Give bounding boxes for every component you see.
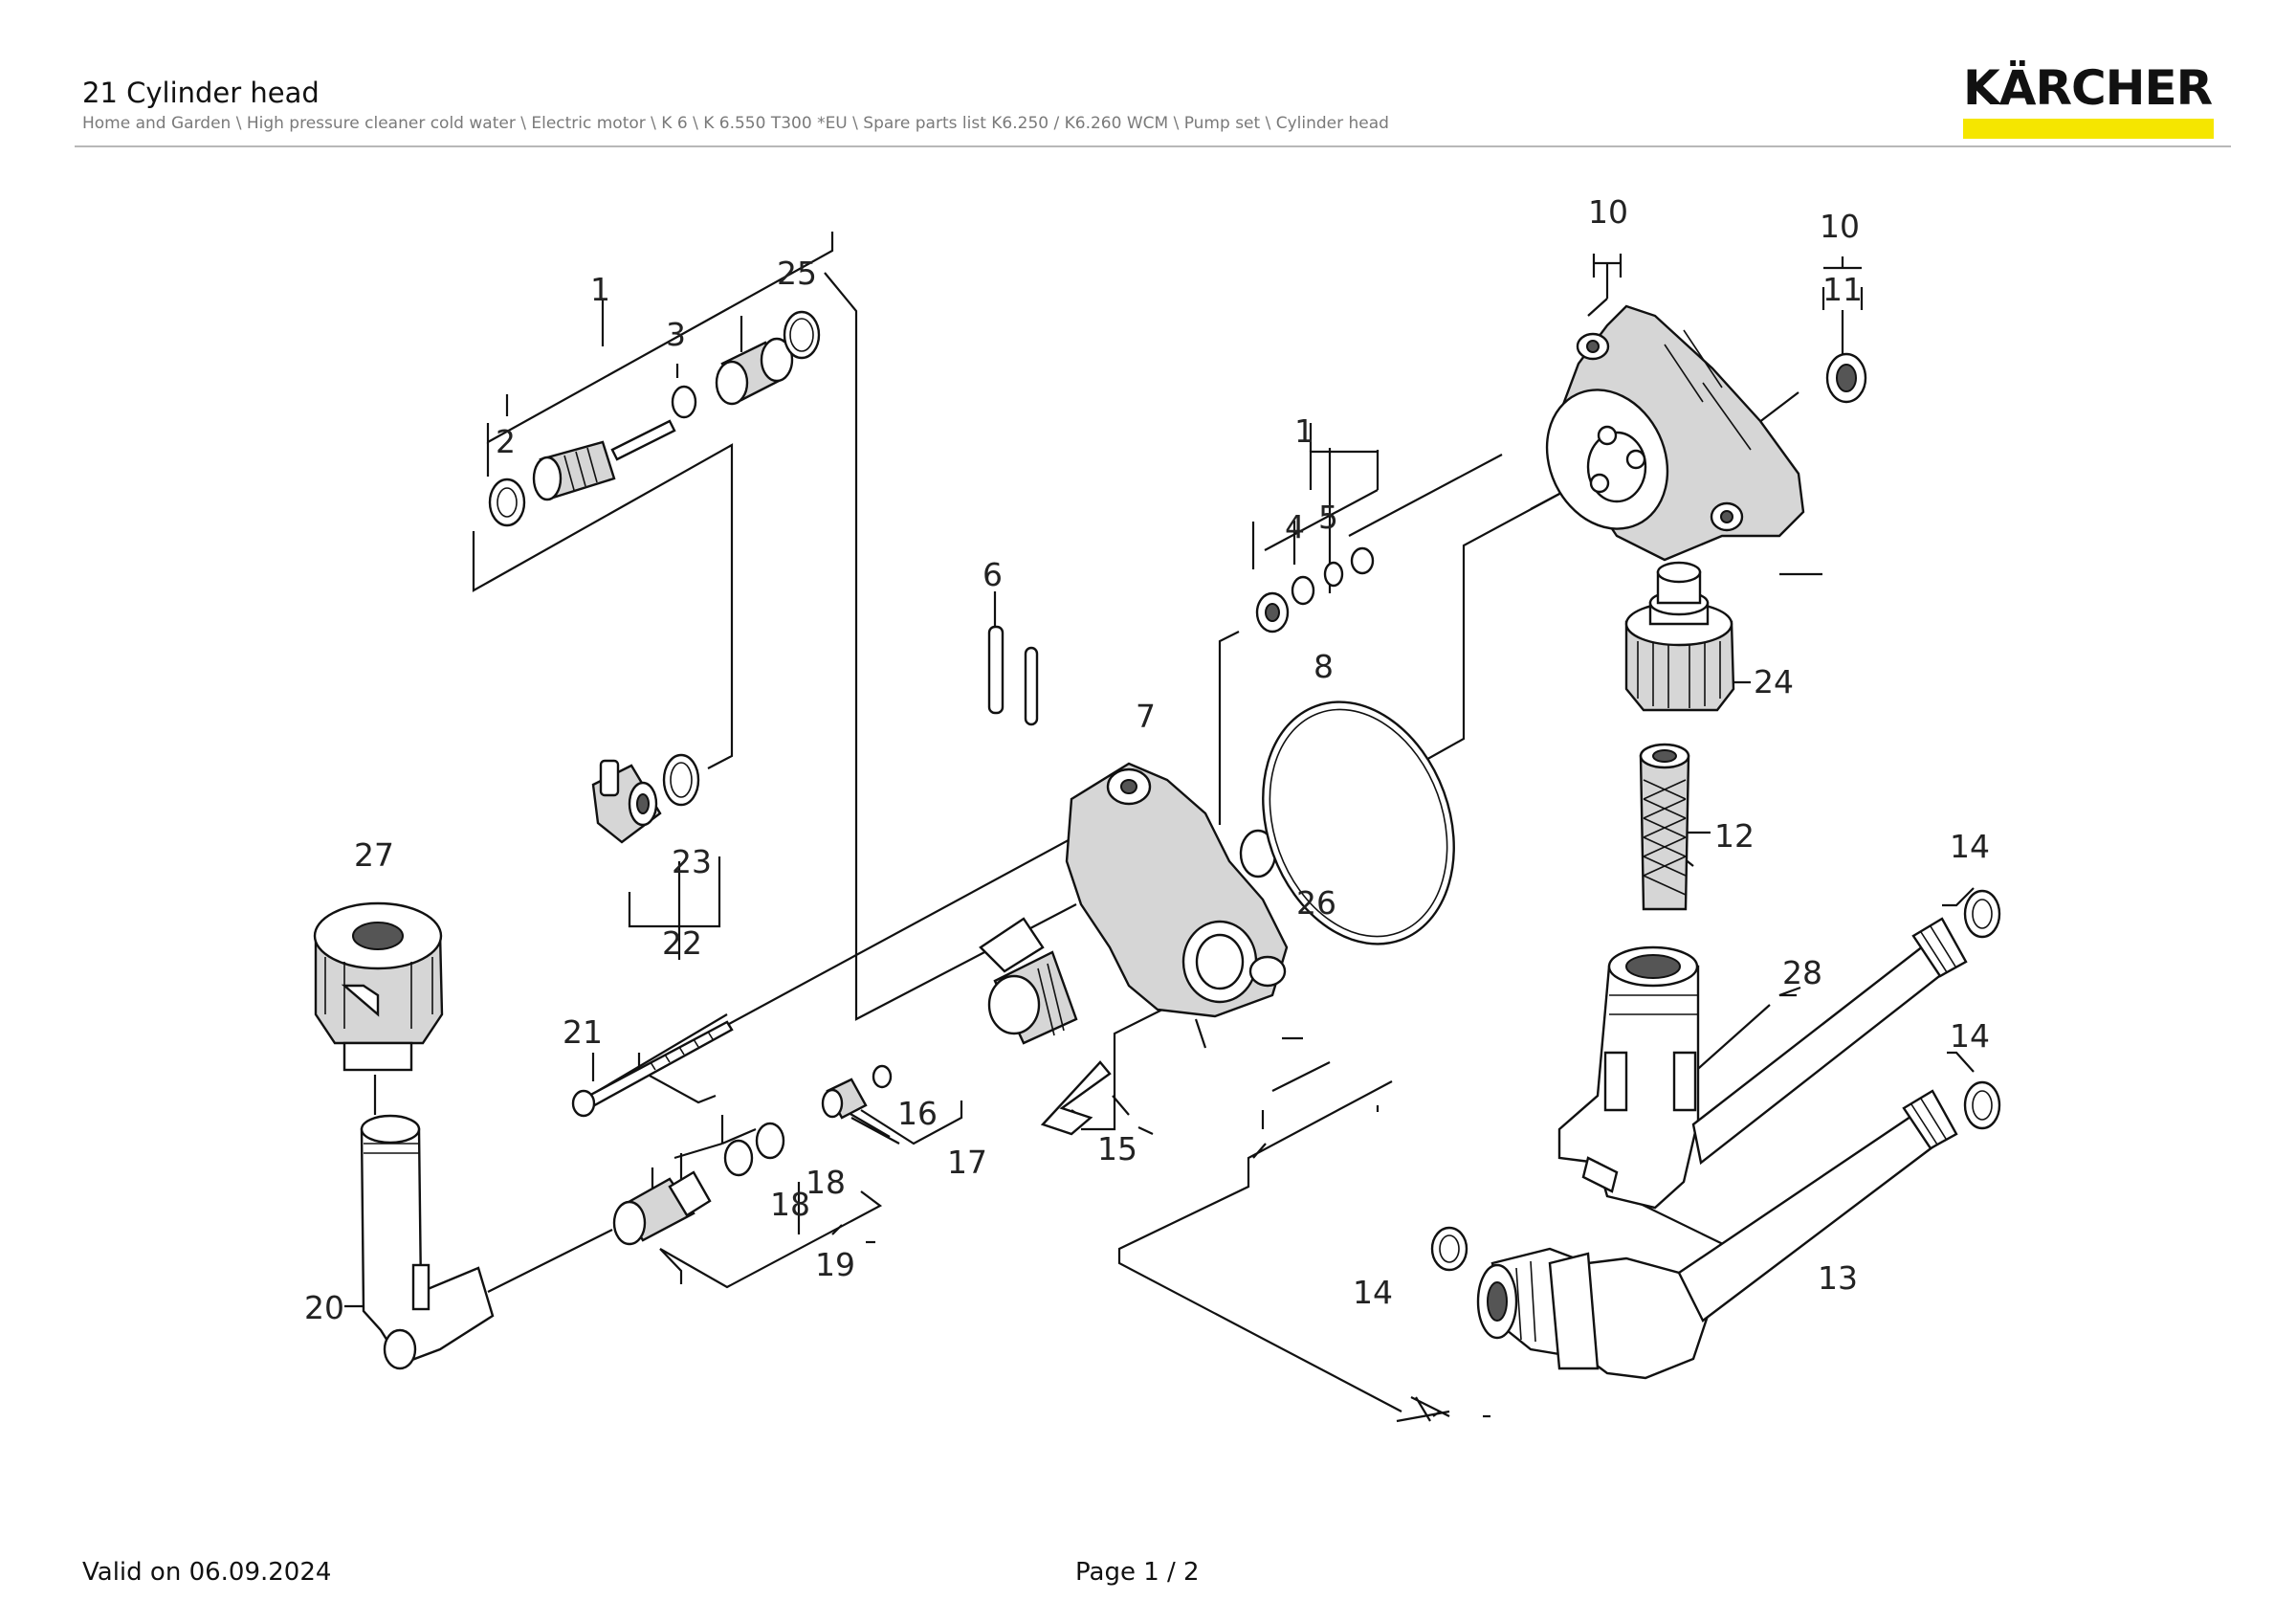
part-label-22[interactable]: 22 — [662, 924, 702, 962]
part-label-1a[interactable]: 1 — [590, 271, 610, 308]
part-6-pins — [987, 625, 1039, 726]
part-7-cylinder-head — [979, 762, 1289, 1045]
part-label-24[interactable]: 24 — [1754, 663, 1794, 700]
part-label-18b[interactable]: 18 — [770, 1186, 810, 1223]
part-1a-valve — [532, 419, 676, 501]
part-label-15[interactable]: 15 — [1097, 1130, 1137, 1167]
part-label-2[interactable]: 2 — [496, 423, 516, 460]
part-label-8[interactable]: 8 — [1314, 648, 1334, 685]
part-label-14c[interactable]: 14 — [1353, 1274, 1393, 1311]
part-label-16[interactable]: 16 — [897, 1095, 938, 1132]
part-10-pump-housing — [1545, 304, 1805, 562]
breadcrumb[interactable]: Home and Garden \ High pressure cleaner … — [82, 114, 1389, 133]
part-13-outlet-pipe — [1476, 1089, 1958, 1380]
header-divider — [75, 145, 2231, 147]
part-14-washers — [1430, 889, 2001, 1272]
page-indicator: Page 1 / 2 — [1075, 1558, 1200, 1587]
part-8-large-oring — [1262, 700, 1455, 945]
part-label-19[interactable]: 19 — [815, 1246, 855, 1283]
part-1a-sleeve — [715, 337, 794, 406]
brand-logo: KÄRCHER — [1963, 61, 2214, 139]
part-label-3[interactable]: 3 — [666, 316, 686, 353]
valid-date: Valid on 06.09.2024 — [82, 1558, 332, 1587]
part-label-4[interactable]: 4 — [1285, 508, 1305, 545]
part-28-tube — [1691, 917, 1968, 1166]
part-label-6[interactable]: 6 — [982, 556, 1003, 593]
part-11-seal — [1825, 352, 1867, 404]
part-label-20[interactable]: 20 — [304, 1289, 344, 1326]
part-label-18a[interactable]: 18 — [806, 1164, 846, 1201]
leader-lines — [344, 232, 1975, 1423]
part-label-5[interactable]: 5 — [1318, 499, 1338, 536]
part-label-14a[interactable]: 14 — [1950, 828, 1990, 865]
part-1b-seal-set — [1255, 546, 1375, 634]
part-18-orings — [723, 1122, 785, 1177]
part-15-clip — [1040, 1060, 1112, 1136]
part-label-7[interactable]: 7 — [1136, 698, 1156, 735]
part-28-inlet-housing — [1557, 945, 1700, 1210]
part-label-25[interactable]: 25 — [777, 255, 817, 292]
part-label-21[interactable]: 21 — [563, 1013, 603, 1051]
part-20-elbow-tube — [360, 1114, 495, 1370]
part-2-ring — [488, 478, 526, 527]
part-label-28[interactable]: 28 — [1782, 954, 1822, 991]
part-labels: 1 2 3 25 1 4 5 6 7 8 10 10 11 24 12 14 2… — [304, 193, 1990, 1326]
part-label-27[interactable]: 27 — [354, 836, 394, 874]
part-17-valve-small — [821, 1078, 868, 1120]
part-16-ring — [872, 1064, 893, 1089]
part-23-oring — [662, 753, 700, 807]
part-label-12[interactable]: 12 — [1714, 817, 1755, 855]
part-label-14b[interactable]: 14 — [1950, 1017, 1990, 1055]
part-27-coupling — [313, 901, 444, 1072]
part-3-ring — [671, 385, 697, 419]
page-title: 21 Cylinder head — [82, 77, 320, 109]
part-19-valve — [612, 1170, 712, 1246]
part-label-17[interactable]: 17 — [947, 1144, 987, 1181]
part-25-oring — [783, 310, 821, 360]
brand-accent-bar — [1963, 119, 2214, 139]
part-label-1b[interactable]: 1 — [1294, 412, 1314, 450]
part-label-10a[interactable]: 10 — [1588, 193, 1628, 231]
part-label-10b[interactable]: 10 — [1820, 208, 1860, 245]
part-label-23[interactable]: 23 — [672, 843, 712, 880]
part-label-26[interactable]: 26 — [1296, 884, 1336, 922]
part-21-bolt — [571, 1020, 734, 1118]
part-24-tap-connector — [1624, 561, 1735, 712]
part-12-filter — [1639, 743, 1690, 911]
part-22-valve-seat — [591, 759, 662, 844]
part-label-13[interactable]: 13 — [1818, 1259, 1858, 1297]
brand-logo-text: KÄRCHER — [1963, 60, 2213, 116]
part-label-11[interactable]: 11 — [1822, 271, 1863, 308]
